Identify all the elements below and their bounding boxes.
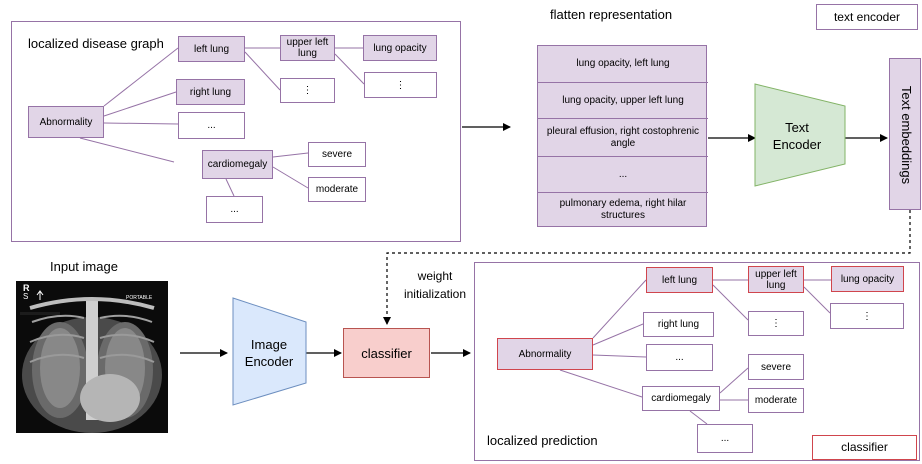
arrow-weight-initialization [383, 210, 911, 325]
node-ellipsis: ... [178, 112, 245, 139]
node-abnormality: Abnormality [28, 106, 104, 138]
flatten-row-2: lung opacity, upper left lung [538, 82, 708, 118]
chest-xray-image [16, 281, 168, 433]
xray-marker: R [23, 283, 30, 293]
pred-node-right-lung: right lung [643, 312, 714, 337]
text-embeddings-box: Text embeddings [889, 58, 921, 210]
image-encoder-shape [232, 297, 307, 406]
node-cardio-ellipsis: ... [206, 196, 263, 223]
weight-initialization-label: weight initialization [403, 269, 467, 301]
pred-node-severe: severe [748, 354, 804, 380]
flatten-title: flatten representation [550, 7, 673, 22]
flatten-row-1: lung opacity, left lung [576, 58, 670, 69]
legend-classifier: classifier [812, 435, 917, 460]
flatten-row-5: pulmonary edema, right hilar structures [538, 192, 708, 227]
pred-node-moderate: moderate [748, 388, 804, 413]
node-severe: severe [308, 142, 366, 167]
node-left-lung: left lung [178, 36, 245, 62]
xray-marker-sub: S [23, 292, 29, 301]
node-cardiomegaly: cardiomegaly [202, 150, 273, 179]
flatten-row-4: ... [538, 156, 708, 192]
node-right-lung: right lung [176, 79, 245, 105]
pred-node-lung-opacity: lung opacity [831, 266, 904, 292]
xray-portable-tag: PORTABLE [126, 295, 153, 301]
pred-node-abnormality: Abnormality [497, 338, 593, 370]
bottom-graph-edges [559, 279, 831, 425]
flatten-row-3: pleural effusion, right costophrenic ang… [538, 118, 708, 156]
classifier-box: classifier [343, 328, 430, 378]
pred-node-cardiomegaly: cardiomegaly [642, 386, 720, 411]
pred-node-opacity-ellipsis: ⋮ [830, 303, 904, 329]
node-upper-left-lung: upper left lung [280, 35, 335, 61]
text-encoder-label: Text Encoder [772, 120, 822, 152]
text-embeddings-label: Text embeddings [899, 85, 914, 185]
legend-text-encoder: text encoder [816, 4, 918, 30]
flatten-table: lung opacity, left lung lung opacity, up… [537, 45, 708, 227]
prediction-title: localized prediction [487, 433, 598, 448]
pred-node-ellipsis: ... [646, 344, 713, 371]
text-encoder-shape [754, 83, 846, 187]
graph-title: localized disease graph [28, 36, 164, 51]
top-graph-edges [79, 47, 365, 197]
localized-disease-graph-panel [11, 21, 461, 242]
pred-node-left-lung: left lung [646, 267, 713, 293]
pred-node-upper-left-lung: upper left lung [748, 266, 804, 293]
flow-arrows [180, 123, 911, 357]
node-moderate: moderate [308, 177, 366, 202]
node-lung-ellipsis: ⋮ [280, 78, 335, 103]
node-opacity-ellipsis: ⋮ [364, 72, 437, 98]
localized-prediction-panel [474, 262, 920, 461]
image-encoder-label: Image Encoder [244, 337, 294, 369]
pred-node-cardio-ellipsis: ... [697, 424, 753, 453]
input-image-title: Input image [50, 259, 118, 274]
node-lung-opacity: lung opacity [363, 35, 437, 61]
pred-node-lung-ellipsis: ⋮ [748, 311, 804, 336]
